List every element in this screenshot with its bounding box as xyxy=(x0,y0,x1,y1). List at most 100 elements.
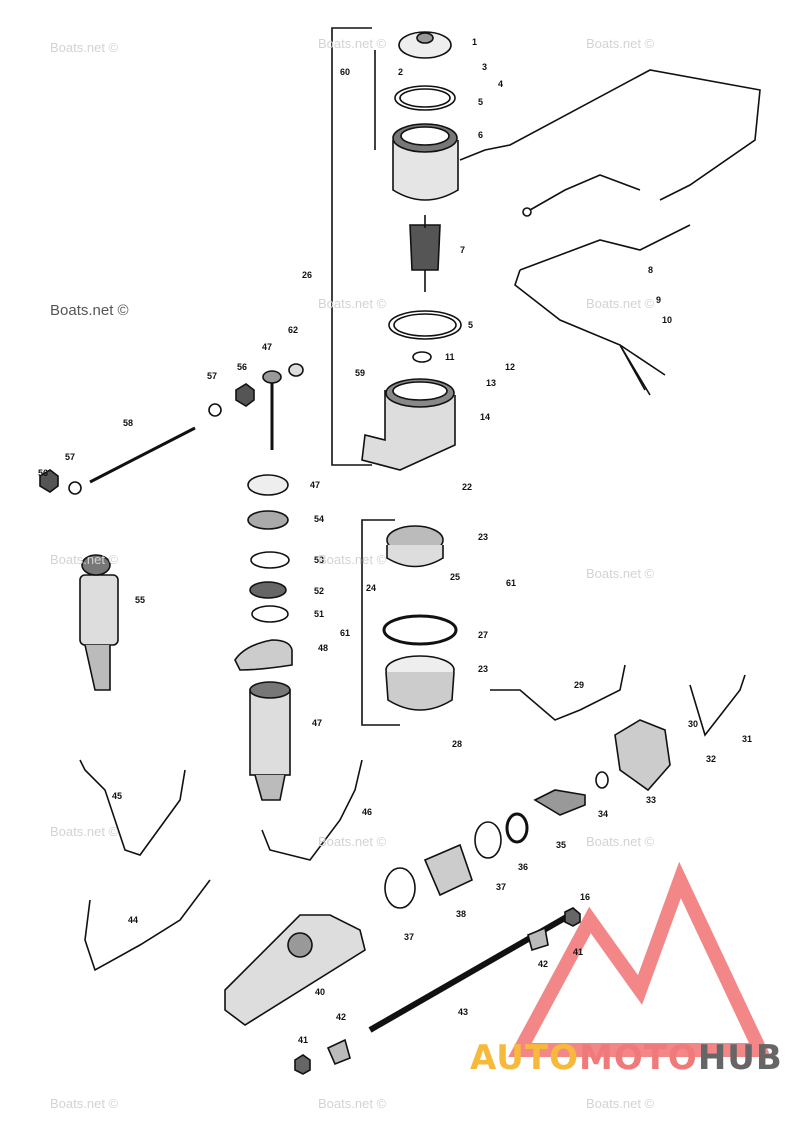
label-56b: 56 xyxy=(38,468,48,478)
bracket-26 xyxy=(331,27,372,466)
label-41a: 41 xyxy=(573,947,583,957)
part-29-tube xyxy=(490,664,626,721)
label-23a: 23 xyxy=(478,532,488,542)
watermark: Boats.net © xyxy=(50,1096,119,1111)
automotohub-mark xyxy=(508,861,772,1057)
part-47-cylinder xyxy=(249,689,291,776)
logo-part-moto: MOTO xyxy=(578,1038,698,1078)
part-55-shock xyxy=(79,574,119,646)
part-38-sleeve xyxy=(423,843,473,897)
label-36: 36 xyxy=(518,862,528,872)
label-29: 29 xyxy=(574,680,584,690)
part-45-tube xyxy=(79,759,186,856)
label-11: 11 xyxy=(445,352,455,362)
label-16: 16 xyxy=(580,892,590,902)
logo-part-hub: HUB xyxy=(697,1038,783,1078)
label-23b: 23 xyxy=(478,664,488,674)
part-8-cable xyxy=(519,224,691,271)
label-37b: 37 xyxy=(404,932,414,942)
label-10: 10 xyxy=(662,315,672,325)
part-5-ring-bottom xyxy=(388,310,462,340)
part-1-cap xyxy=(398,31,452,59)
label-42a: 42 xyxy=(538,959,548,969)
label-45: 45 xyxy=(112,791,122,801)
part-42-bushing-b xyxy=(326,1038,351,1066)
watermark: Boats.net © xyxy=(586,566,655,581)
watermark: Boats.net © xyxy=(318,834,387,849)
part-35-valve xyxy=(533,789,586,816)
label-52: 52 xyxy=(314,586,324,596)
part-41-nut-a xyxy=(564,907,581,927)
watermark: Boats.net © xyxy=(586,296,655,311)
label-47b: 47 xyxy=(310,480,320,490)
label-35: 35 xyxy=(556,840,566,850)
label-24: 24 xyxy=(366,583,376,593)
label-27: 27 xyxy=(478,630,488,640)
label-40: 40 xyxy=(315,987,325,997)
label-41b: 41 xyxy=(298,1035,308,1045)
label-38: 38 xyxy=(456,909,466,919)
watermark: Boats.net © xyxy=(318,552,387,567)
label-4: 4 xyxy=(498,79,503,89)
label-28: 28 xyxy=(452,739,462,749)
label-7: 7 xyxy=(460,245,465,255)
label-43: 43 xyxy=(458,1007,468,1017)
watermark: Boats.net © xyxy=(586,36,655,51)
label-3: 3 xyxy=(482,62,487,72)
part-51-oring xyxy=(251,605,289,623)
label-57b: 57 xyxy=(65,452,75,462)
part-54-disc xyxy=(247,510,289,530)
label-42b: 42 xyxy=(336,1012,346,1022)
label-51: 51 xyxy=(314,609,324,619)
label-26: 26 xyxy=(302,270,312,280)
label-8: 8 xyxy=(648,265,653,275)
part-7-armature xyxy=(409,224,441,271)
label-14: 14 xyxy=(480,412,490,422)
label-55: 55 xyxy=(135,595,145,605)
part-46-tube xyxy=(261,759,363,861)
label-61b: 61 xyxy=(340,628,350,638)
part-5-ring-top xyxy=(394,85,456,111)
label-62: 62 xyxy=(288,325,298,335)
part-58-rod xyxy=(89,426,196,484)
label-31: 31 xyxy=(742,734,752,744)
label-25: 25 xyxy=(450,572,460,582)
label-56a: 56 xyxy=(237,362,247,372)
part-42-bushing-a xyxy=(527,926,549,952)
label-54: 54 xyxy=(314,514,324,524)
watermark: Boats.net © xyxy=(50,40,119,55)
label-46: 46 xyxy=(362,807,372,817)
label-37a: 37 xyxy=(496,882,506,892)
label-53: 53 xyxy=(314,555,324,565)
label-58: 58 xyxy=(123,418,133,428)
part-36-ring xyxy=(505,812,529,844)
part-27-oring xyxy=(382,614,458,646)
label-9: 9 xyxy=(656,295,661,305)
label-44: 44 xyxy=(128,915,138,925)
label-13: 13 xyxy=(486,378,496,388)
part-6-motor-housing xyxy=(392,140,459,201)
watermark: Boats.net © xyxy=(50,552,119,567)
label-5b: 5 xyxy=(468,320,473,330)
label-5a: 5 xyxy=(478,97,483,107)
watermark-prominent: Boats.net © xyxy=(50,302,129,319)
watermark: Boats.net © xyxy=(318,36,387,51)
part-41-nut-b xyxy=(294,1054,311,1075)
part-47-disc xyxy=(247,474,289,496)
watermark: Boats.net © xyxy=(318,1096,387,1111)
part-37-ring-a xyxy=(474,821,502,859)
label-47c: 47 xyxy=(312,718,322,728)
label-2: 2 xyxy=(398,67,403,77)
label-22: 22 xyxy=(462,482,472,492)
label-30: 30 xyxy=(688,719,698,729)
label-61a: 61 xyxy=(506,578,516,588)
label-1: 1 xyxy=(472,37,477,47)
automotohub-logo: AUTOMOTOHUB xyxy=(470,1038,783,1078)
bracket-61 xyxy=(361,519,400,726)
part-33-manifold xyxy=(614,719,671,792)
label-47a: 47 xyxy=(262,342,272,352)
watermark: Boats.net © xyxy=(586,834,655,849)
label-48: 48 xyxy=(318,643,328,653)
label-12: 12 xyxy=(505,362,515,372)
